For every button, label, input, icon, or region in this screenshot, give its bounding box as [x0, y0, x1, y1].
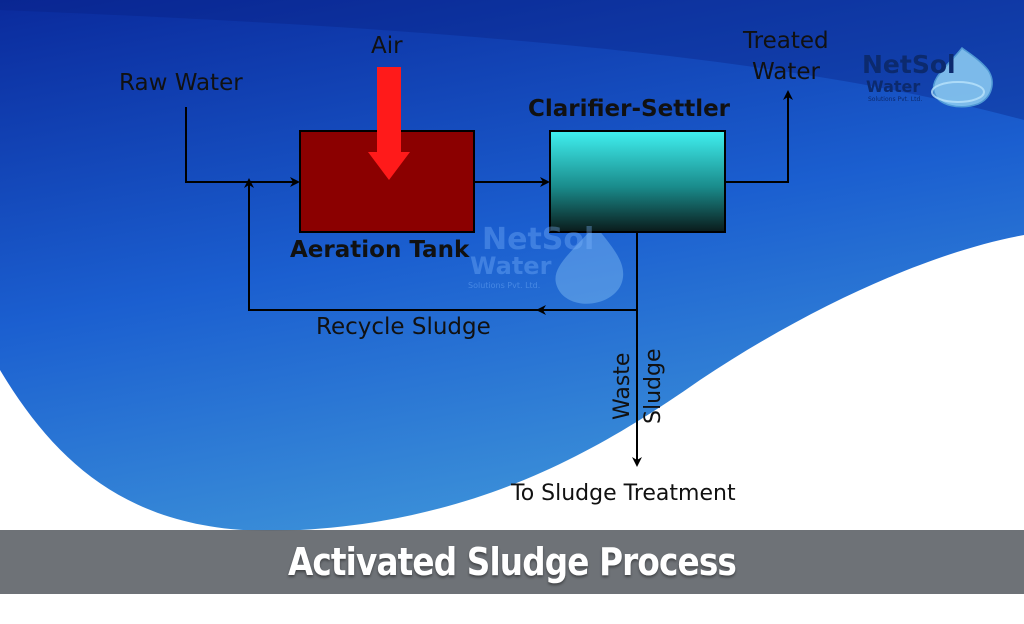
- logo-sub: Water: [866, 77, 921, 96]
- watermark-tagline: Solutions Pvt. Ltd.: [468, 281, 541, 290]
- label-treated-water-2: Water: [752, 59, 820, 85]
- label-air: Air: [371, 33, 403, 59]
- label-waste-sludge-2: Sludge: [641, 348, 666, 425]
- background-highlight: [0, 0, 1024, 120]
- label-to-sludge-treatment: To Sludge Treatment: [511, 481, 736, 506]
- clarifier-settler: [549, 130, 726, 233]
- watermark-sub: Water: [470, 252, 552, 280]
- treated-water-line: [725, 90, 793, 183]
- logo-name: NetSol: [862, 50, 956, 79]
- flow-lines: [185, 90, 793, 467]
- logo-tagline: Solutions Pvt. Ltd.: [868, 96, 923, 103]
- watermark: [555, 225, 624, 304]
- background-wave: [0, 0, 1024, 531]
- raw-water-line: [185, 107, 300, 187]
- label-aeration-tank: Aeration Tank: [290, 237, 470, 263]
- label-treated-water-1: Treated: [743, 28, 829, 54]
- label-waste-sludge-1: Waste: [610, 352, 635, 420]
- watermark-name: NetSol: [482, 222, 595, 257]
- page-title: Activated Sludge Process: [287, 540, 737, 584]
- label-raw-water: Raw Water: [119, 70, 243, 96]
- label-recycle-sludge: Recycle Sludge: [316, 314, 491, 340]
- water-drop-icon: [932, 46, 993, 108]
- label-clarifier-settler: Clarifier-Settler: [528, 96, 731, 122]
- air-arrow: [368, 67, 410, 180]
- watermark-drop-icon: [555, 225, 624, 304]
- logo-mark: [931, 46, 993, 108]
- bottom-strip: [0, 594, 1024, 624]
- recycle-return-line: [244, 178, 540, 311]
- title-bar: [0, 530, 1024, 594]
